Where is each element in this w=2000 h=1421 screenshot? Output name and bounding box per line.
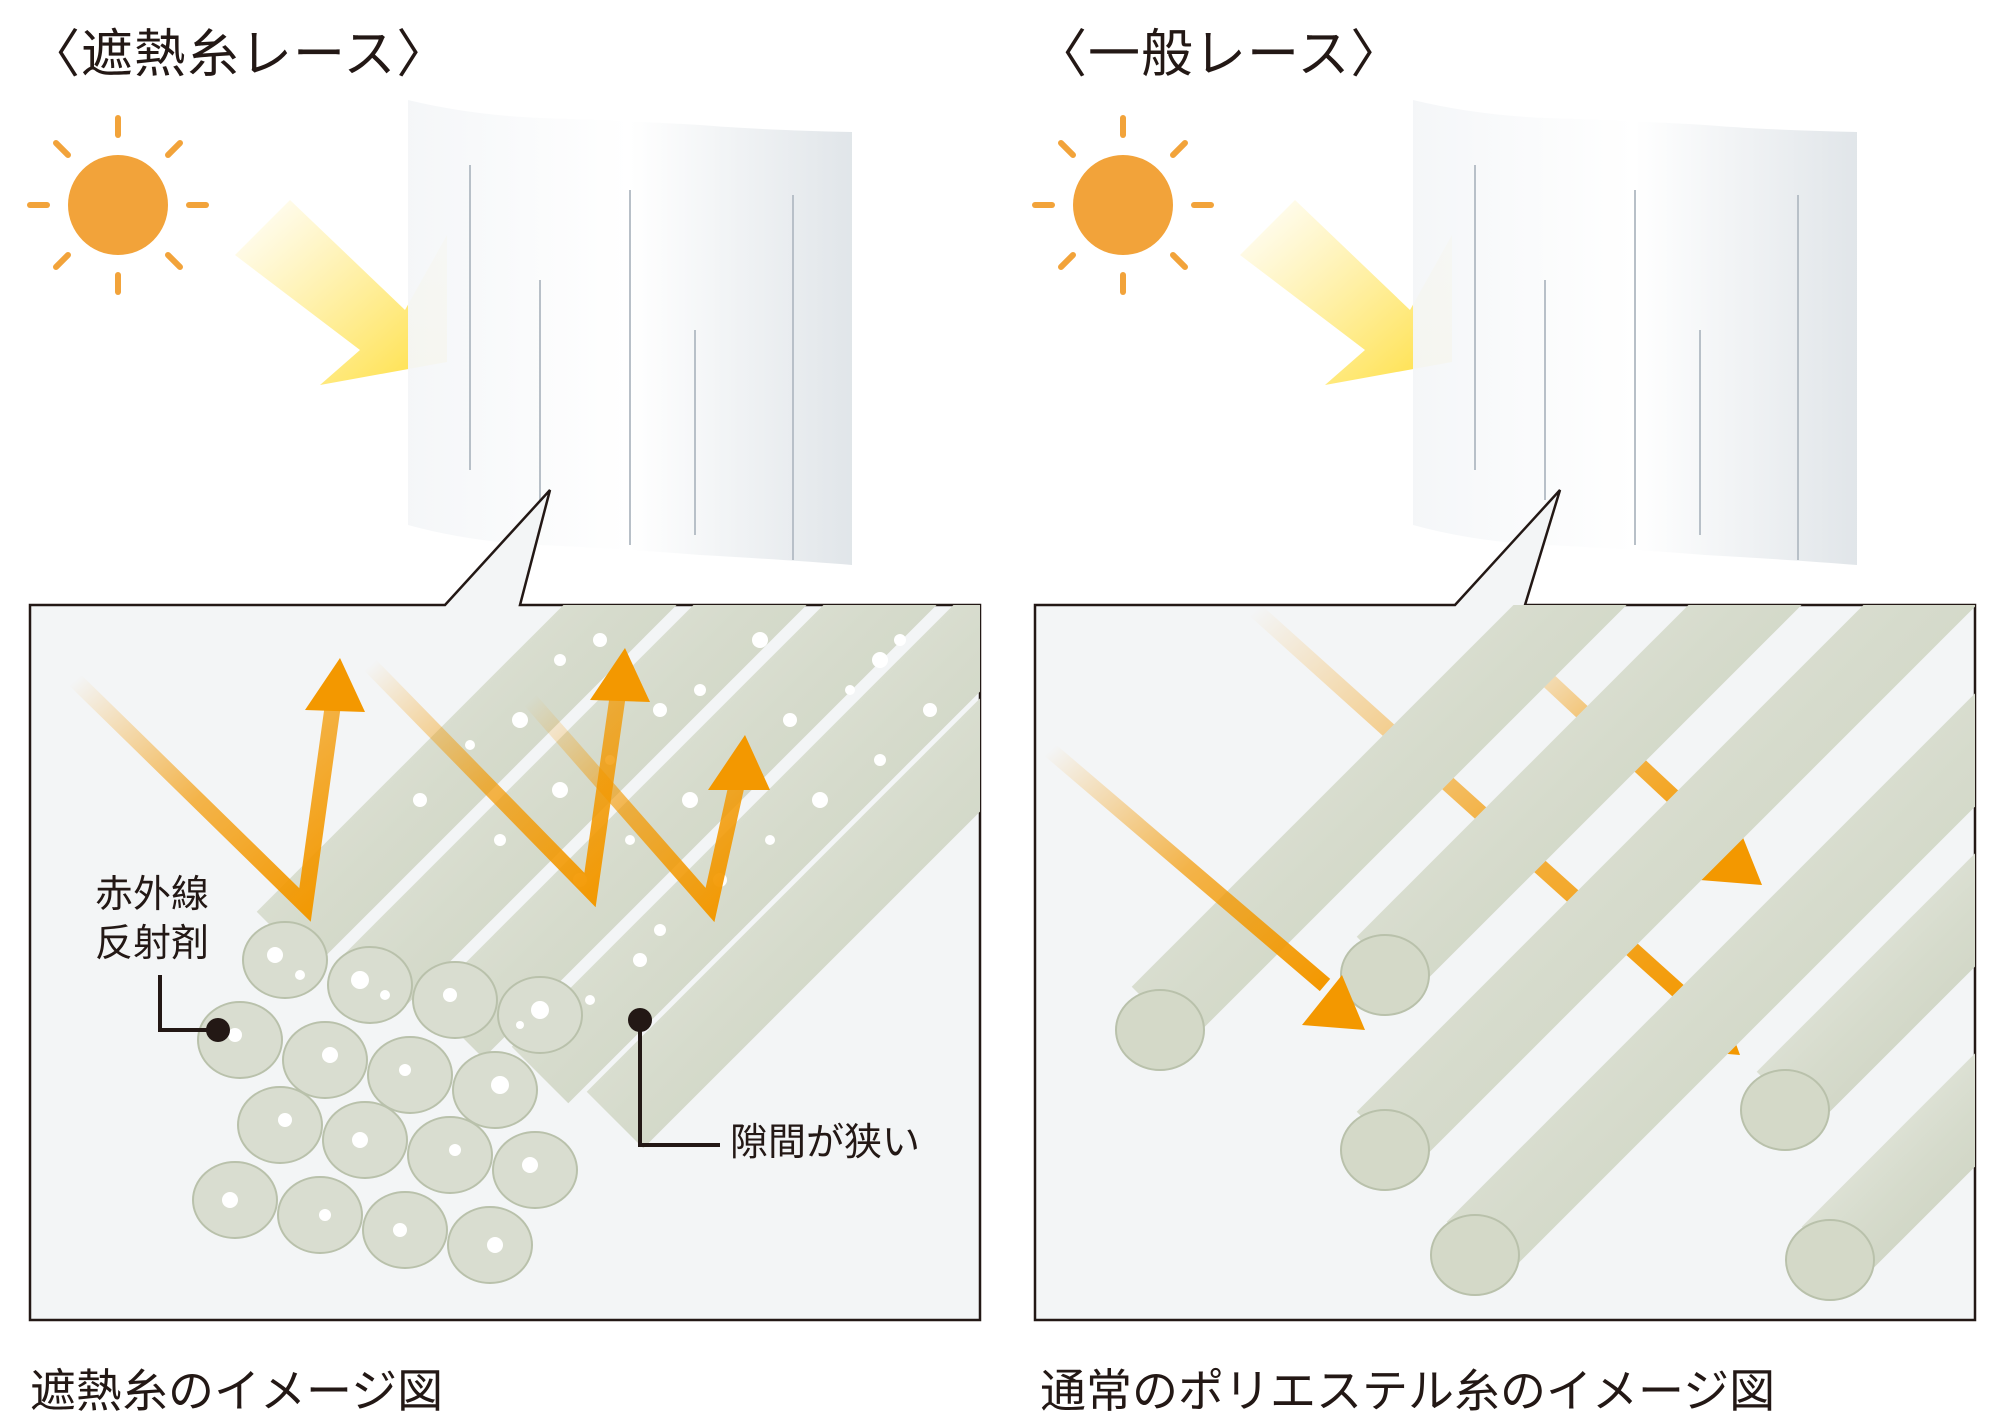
fiber-bundle-sparse: [1044, 605, 1975, 1301]
label-infrared-agent-line2: 反射剤: [95, 921, 210, 966]
caption-heat-shield-yarn: 遮熱糸のイメージ図: [30, 1364, 444, 1418]
gap-marker-dot: [628, 1008, 652, 1032]
leader-infrared-agent: [158, 975, 218, 1032]
label-narrow-gap: 隙間が狭い: [730, 1120, 921, 1164]
reflected-infrared-arrows: [69, 648, 770, 923]
caption-regular-polyester-yarn: 通常のポリエステル糸のイメージ図: [1040, 1364, 1776, 1418]
sun-icon-right: [1032, 115, 1214, 295]
sunlight-beam-right: [1240, 200, 1452, 385]
heading-regular-lace: 〈一般レース〉: [1035, 25, 1404, 85]
label-infrared-agent: 赤外線 反射剤: [95, 870, 209, 969]
curtain-left: [408, 100, 852, 565]
curtain-right: [1413, 100, 1857, 565]
agent-marker-dot: [206, 1018, 230, 1042]
heading-heat-shield-lace: 〈遮熱糸レース〉: [28, 25, 450, 85]
fiber-bundle-dense: [69, 605, 980, 1284]
leader-narrow-gap: [638, 1020, 720, 1147]
sunlight-beam-left: [235, 200, 447, 385]
label-infrared-agent-line1: 赤外線: [95, 872, 210, 916]
sun-icon-left: [27, 115, 209, 295]
